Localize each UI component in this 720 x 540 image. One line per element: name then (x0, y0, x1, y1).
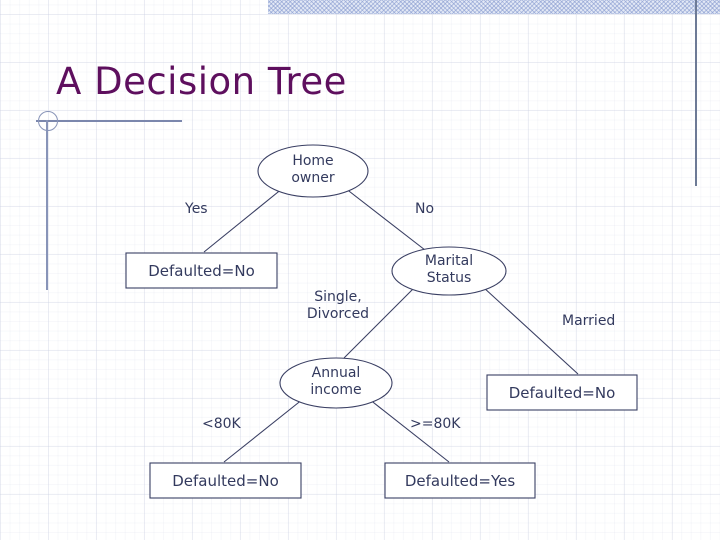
node-leaf-left[interactable] (125, 252, 278, 289)
edge-label-single-divorced: Single, Divorced (306, 289, 370, 322)
left-vertical-rule (46, 120, 48, 290)
node-home-owner-label: Home owner (291, 153, 335, 186)
edge-marital-to-annual (343, 286, 416, 359)
edge-annual-to-leaf-bottom-left (223, 398, 304, 463)
right-vertical-rule (695, 0, 697, 186)
left-horizontal-rule (36, 120, 182, 122)
edge-label-yes: Yes (185, 201, 208, 217)
node-home-owner[interactable] (257, 144, 369, 198)
edge-home-owner-to-marital (344, 187, 426, 251)
node-leaf-bottom-right-label: Defaulted=Yes (404, 472, 516, 490)
node-marital-status[interactable] (391, 246, 507, 296)
edge-marital-to-leaf-right (482, 286, 579, 375)
node-annual-income[interactable] (279, 357, 393, 409)
node-leaf-bottom-left-label: Defaulted=No (172, 472, 279, 490)
node-leaf-bottom-left[interactable] (149, 462, 302, 499)
node-leaf-right[interactable] (486, 374, 638, 411)
left-circle-bullet (38, 111, 58, 131)
page-title: A Decision Tree (56, 60, 347, 103)
node-marital-status-label: Marital Status (424, 253, 474, 286)
node-leaf-bottom-right[interactable] (384, 462, 536, 499)
edge-label-no: No (415, 201, 435, 217)
node-leaf-left-label: Defaulted=No (148, 262, 255, 280)
edge-label-gte-80k: >=80K (410, 416, 461, 432)
edge-home-owner-to-leaf-left (203, 187, 284, 253)
edge-annual-to-leaf-bottom-right (368, 398, 450, 463)
edge-label-lt-80k: <80K (202, 416, 241, 432)
node-leaf-right-label: Defaulted=No (508, 384, 616, 402)
top-hatched-band (268, 0, 720, 14)
node-annual-income-label: Annual income (310, 365, 362, 398)
edge-label-married: Married (562, 313, 616, 329)
